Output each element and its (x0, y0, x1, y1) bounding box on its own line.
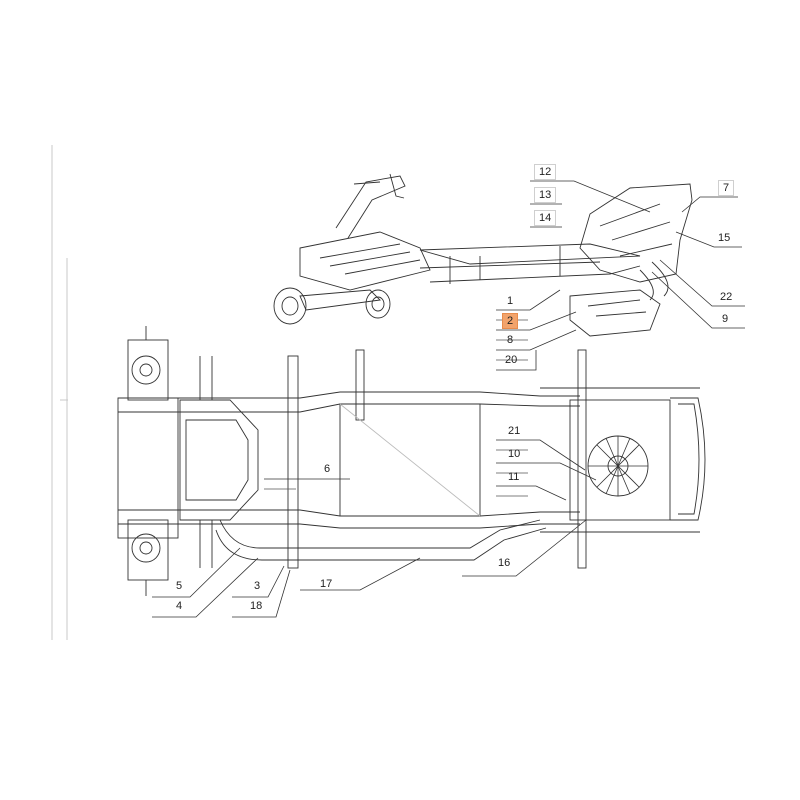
callout-22: 22 (720, 291, 733, 303)
callout-1: 1 (507, 295, 514, 307)
callout-14: 14 (534, 210, 557, 226)
callout-2-highlighted: 2 (502, 313, 519, 329)
plan-chassis-view (117, 326, 706, 596)
callout-8: 8 (507, 334, 514, 346)
leader-lines (152, 180, 745, 618)
page-margin-lines (51, 145, 68, 640)
callout-9: 9 (722, 313, 729, 325)
callout-16: 16 (498, 557, 511, 569)
callout-4: 4 (176, 600, 183, 612)
label-underlines (264, 319, 528, 497)
isometric-chassis-view (273, 173, 693, 337)
callout-20: 20 (505, 354, 518, 366)
right-front-hub (365, 289, 391, 319)
callout-3: 3 (254, 580, 261, 592)
left-front-hub (273, 287, 307, 325)
callout-5: 5 (176, 580, 183, 592)
transmission-housing (569, 399, 671, 521)
callout-7: 7 (718, 180, 735, 196)
callout-6: 6 (324, 463, 331, 475)
callout-18: 18 (250, 600, 263, 612)
callout-17: 17 (320, 578, 333, 590)
callout-10: 10 (508, 448, 521, 460)
callout-15: 15 (718, 232, 731, 244)
center-frame-panel (339, 403, 481, 517)
front-axle (117, 397, 179, 539)
callout-12: 12 (534, 164, 557, 180)
callout-13: 13 (534, 187, 557, 203)
callout-11: 11 (508, 471, 520, 483)
callout-21: 21 (508, 425, 521, 437)
